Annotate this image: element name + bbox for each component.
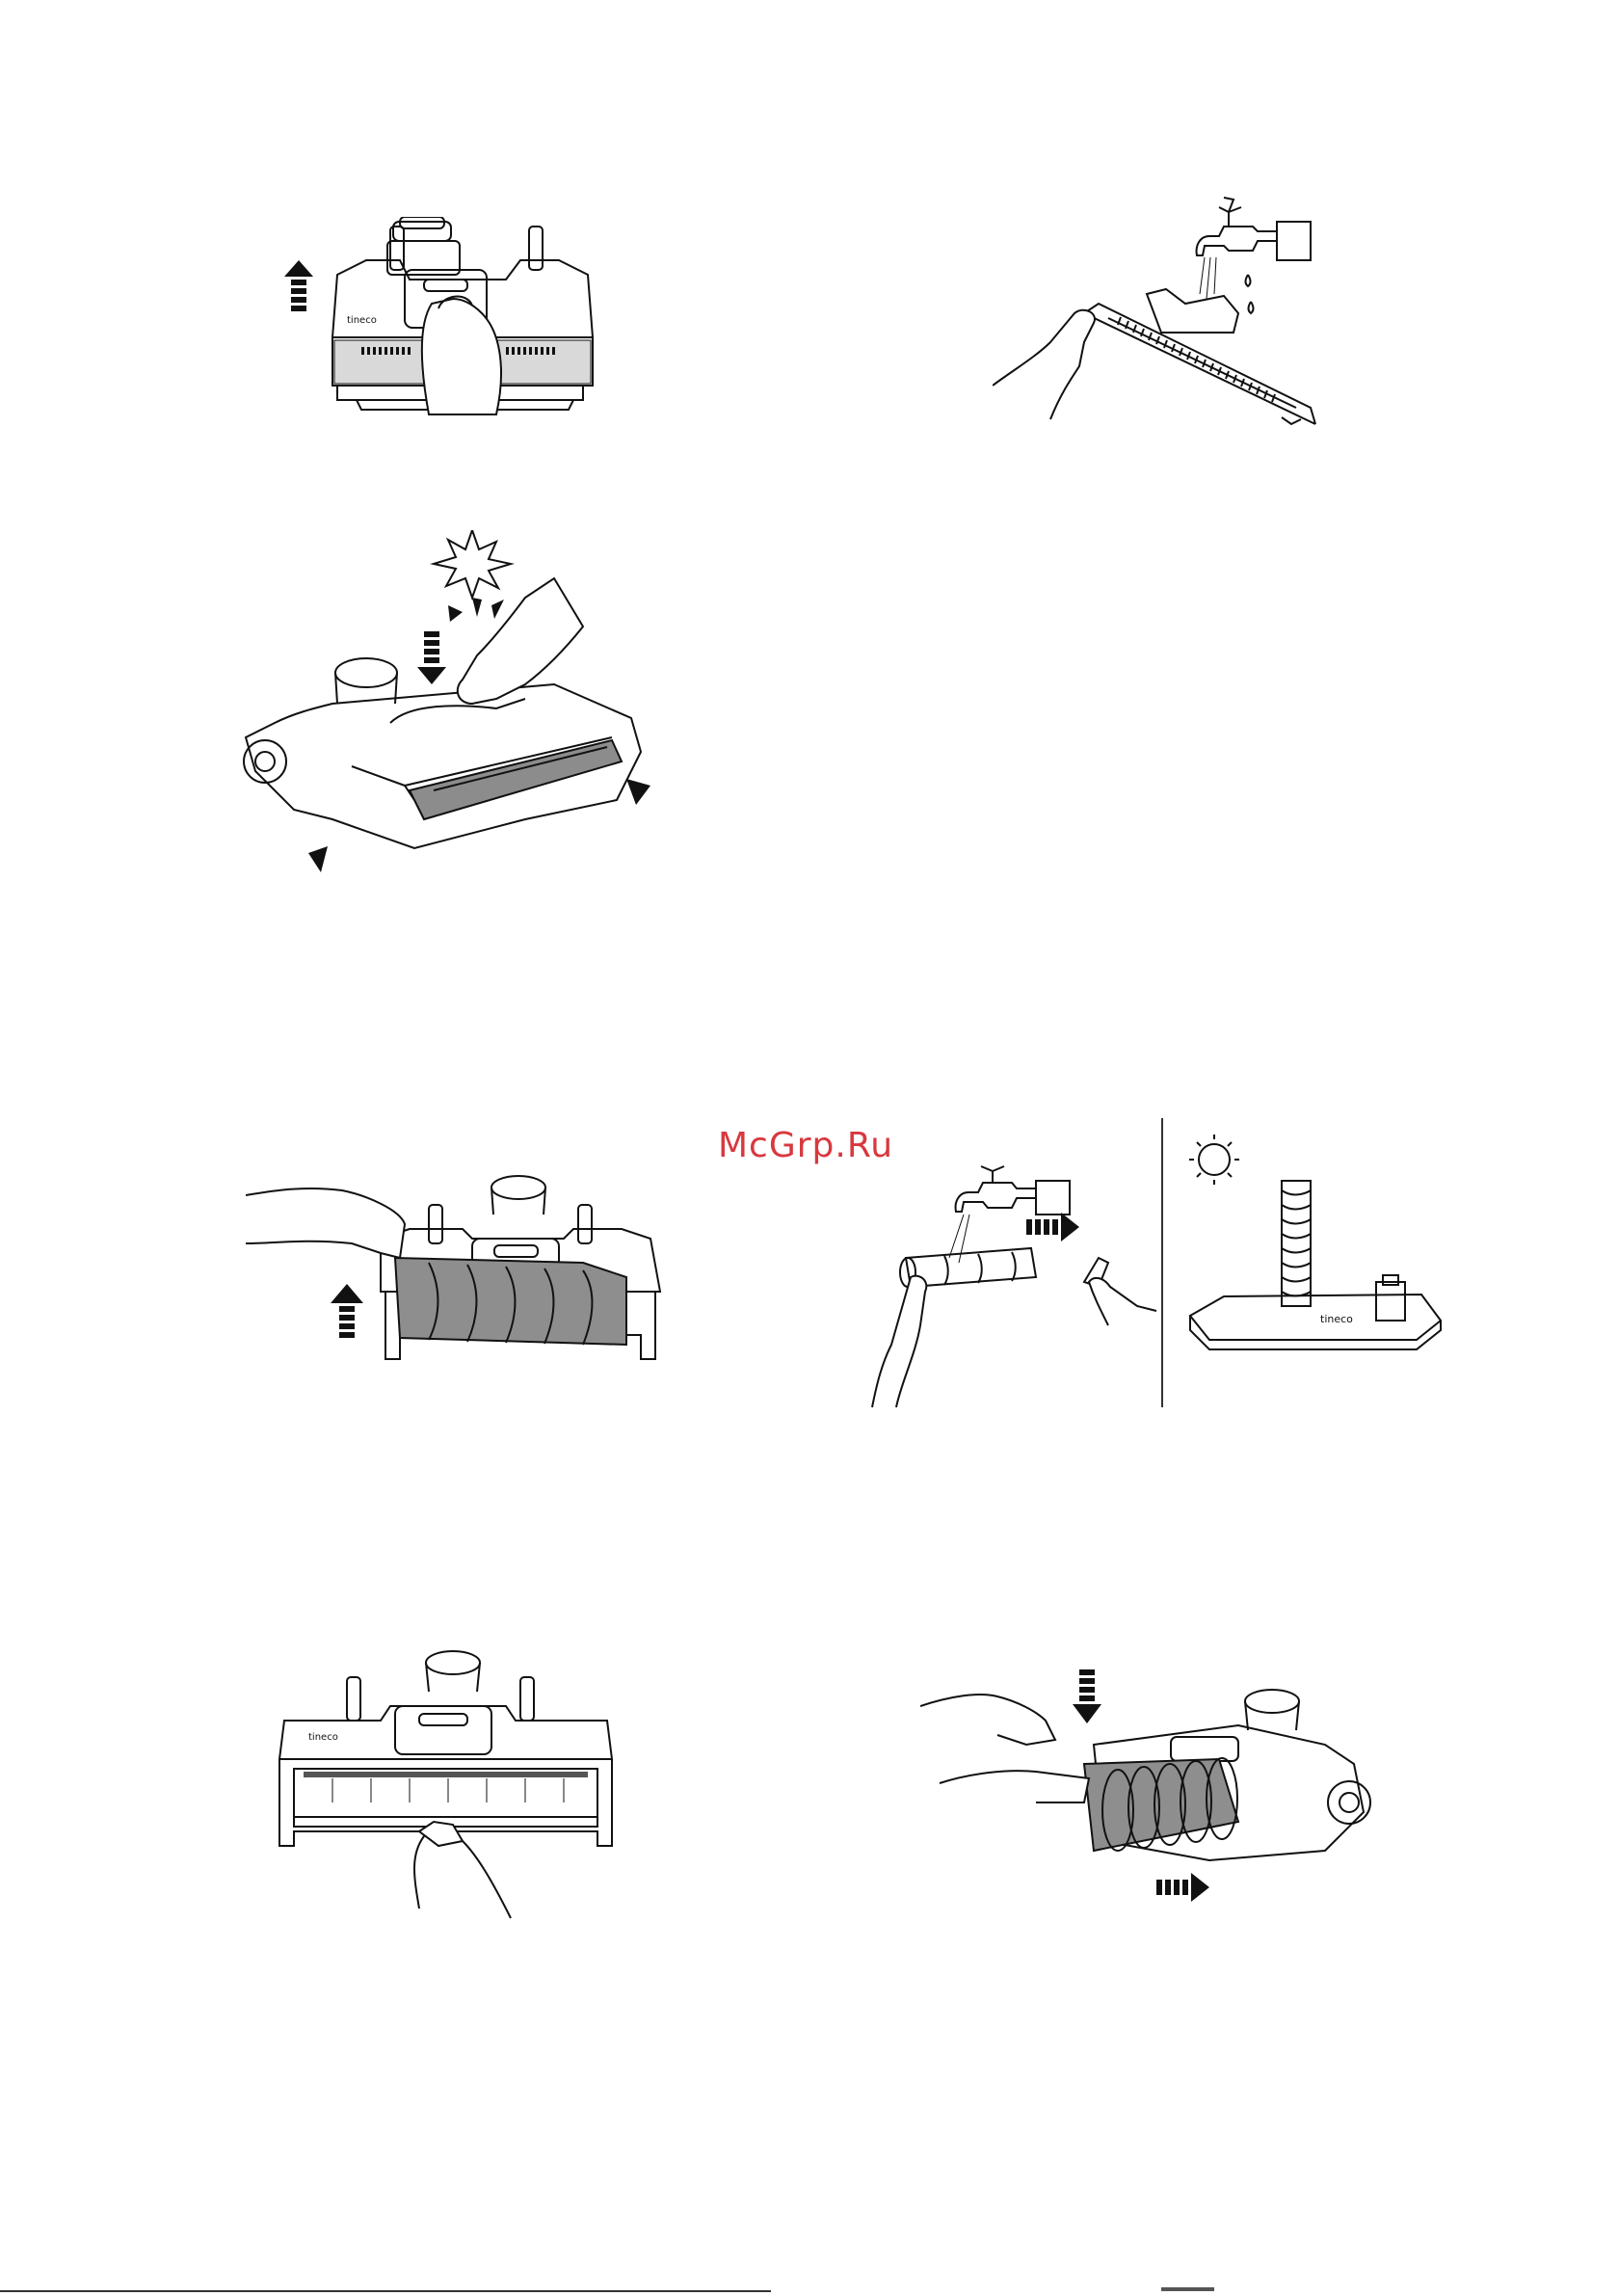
svg-text:tineco: tineco bbox=[1320, 1313, 1353, 1325]
sun-icon bbox=[1189, 1135, 1239, 1185]
figure-press-cover bbox=[236, 530, 670, 887]
page-bottom-mark bbox=[1161, 2287, 1214, 2291]
svg-text:tineco: tineco bbox=[347, 315, 377, 326]
arrow-down-icon bbox=[417, 631, 446, 684]
page-bottom-rule bbox=[0, 2290, 771, 2292]
arrow-right-icon bbox=[1156, 1873, 1209, 1902]
click-burst-icon bbox=[434, 530, 511, 598]
floor-head-front-illustration: tineco bbox=[275, 217, 641, 424]
arrow-down-icon bbox=[1073, 1669, 1101, 1723]
wash-roller-illustration bbox=[858, 1133, 1166, 1412]
figure-lift-tray: tineco bbox=[275, 217, 641, 424]
tap-rinse-illustration bbox=[993, 188, 1320, 429]
wipe-housing-illustration: tineco bbox=[275, 1648, 622, 1923]
section-divider bbox=[1161, 1118, 1163, 1407]
press-cover-illustration bbox=[236, 530, 670, 887]
arrow-up-icon bbox=[331, 1284, 363, 1338]
remove-roller-illustration bbox=[246, 1166, 670, 1383]
figure-insert-roller bbox=[920, 1668, 1383, 1913]
arrow-right-icon bbox=[1026, 1213, 1079, 1241]
figure-wash-roller bbox=[858, 1133, 1166, 1412]
svg-text:tineco: tineco bbox=[308, 1732, 338, 1743]
figure-rinse-tray bbox=[993, 188, 1320, 429]
arrow-up-icon bbox=[284, 260, 313, 311]
insert-roller-illustration bbox=[920, 1668, 1383, 1913]
figure-remove-roller bbox=[246, 1166, 670, 1383]
figure-dry-roller: tineco bbox=[1176, 1133, 1465, 1393]
figure-wipe-housing: tineco bbox=[275, 1648, 622, 1923]
sun-dry-illustration: tineco bbox=[1176, 1133, 1465, 1393]
